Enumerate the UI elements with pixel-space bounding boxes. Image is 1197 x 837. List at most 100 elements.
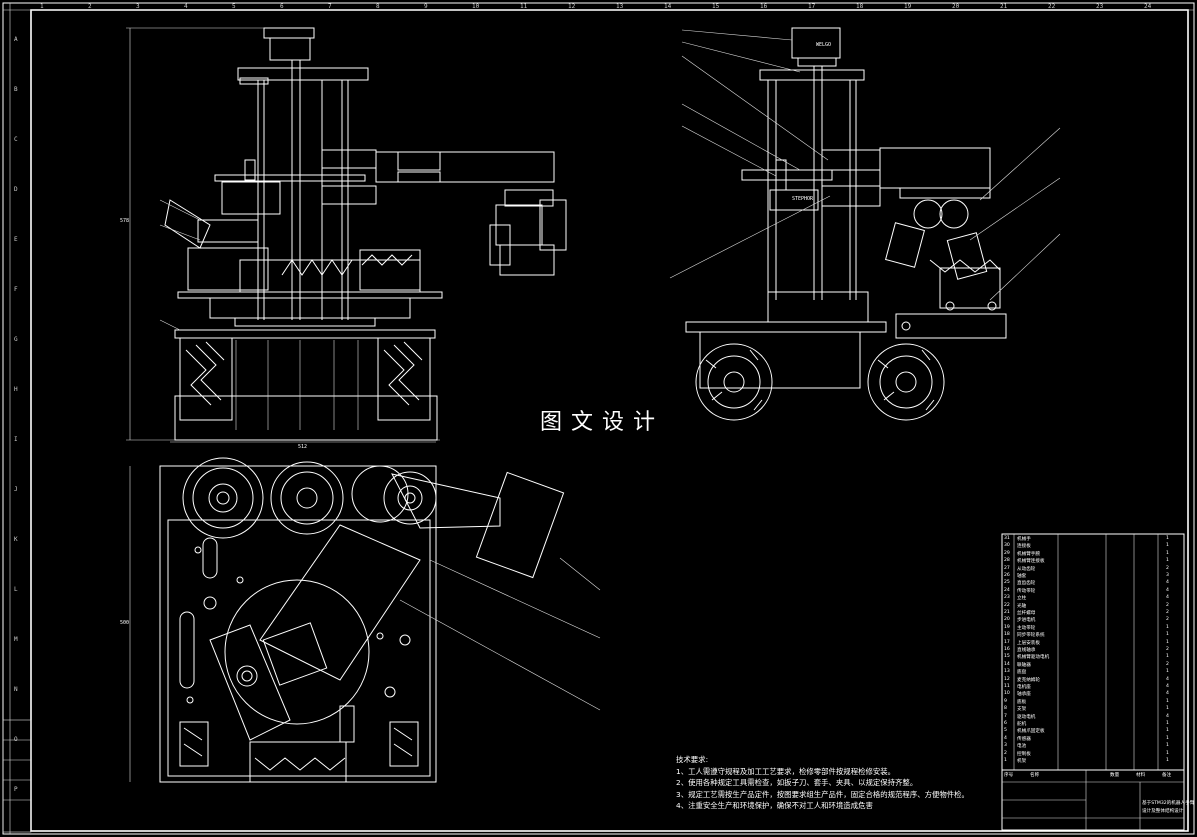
bom-cell-name: 驱动电机 (1017, 714, 1036, 720)
bom-cell-no: 21 (1004, 610, 1010, 615)
tech-item: 4、注重安全生产和环境保护，确保不对工人和环境造成危害 (676, 801, 873, 811)
zone-top-marker: 5 (232, 3, 236, 10)
bom-cell-name: 机械臂驱动电机 (1017, 655, 1050, 661)
bom-header-name: 名称 (1030, 773, 1040, 778)
bom-cell-no: 30 (1004, 543, 1010, 549)
tech-item: 3、规定工艺需按生产品定件，按图要求组生产品件，固定合格的规范程序、方便物件检。 (676, 789, 969, 799)
bom-cell-name: 传感器 (1017, 736, 1031, 742)
bom-cell-name: 丝杆螺母 (1017, 611, 1036, 616)
bom-cell-no: 19 (1004, 624, 1010, 630)
zone-top-marker: 4 (184, 3, 188, 10)
bom-cell-name: 连接板 (1017, 544, 1031, 550)
bom-cell-name: 从动齿轮 (1017, 566, 1036, 572)
bom-cell-qty: 4 (1166, 691, 1169, 697)
bom-cell-qty: 1 (1166, 750, 1169, 756)
bom-cell-qty: 2 (1166, 617, 1169, 623)
zone-side-marker: F (14, 286, 18, 293)
bom-cell-name: 麦克纳姆轮 (1017, 677, 1040, 683)
zone-side-marker: J (14, 486, 18, 493)
bom-cell-no: 4 (1004, 735, 1007, 741)
bom-cell-name: 立柱 (1017, 596, 1027, 602)
bom-cell-name: 同步带轮系统 (1017, 633, 1045, 639)
bom-cell-name: 机械臂连接板 (1017, 559, 1045, 565)
bom-cell-no: 27 (1004, 565, 1010, 571)
bom-cell-qty: 1 (1166, 735, 1169, 741)
bom-cell-qty: 2 (1166, 565, 1169, 571)
zone-top-marker: 7 (328, 3, 332, 10)
bom-cell-name: 上层安装板 (1017, 640, 1040, 646)
bom-cell-name: 轴承座 (1017, 692, 1031, 698)
watermark: 图文设计 (540, 410, 665, 435)
bom-cell-name: 机械爪固定板 (1017, 729, 1045, 735)
bom-header-mat: 材料 (1136, 773, 1146, 778)
bom-cell-no: 14 (1004, 661, 1010, 667)
zone-top-marker: 24 (1144, 3, 1152, 10)
zone-top-marker: 20 (952, 3, 960, 10)
bom-cell-qty: 1 (1166, 743, 1169, 749)
dim-height: 578 (120, 218, 130, 224)
bom-cell-no: 20 (1004, 617, 1010, 623)
bom-cell-no: 25 (1004, 580, 1010, 586)
bom-cell-no: 31 (1004, 536, 1010, 541)
bom-cell-name: 联轴器 (1017, 662, 1031, 668)
bom-cell-qty: 1 (1166, 550, 1169, 556)
bom-table-lines (1001, 533, 1185, 831)
motor-label-2: STEPHOR (792, 196, 814, 202)
zone-top-marker: 1 (40, 3, 44, 10)
title-heading-1: 基于STM32的机器人手臂 (1142, 801, 1195, 806)
motor-label: WELGO (816, 42, 832, 48)
zone-side-marker: C (14, 136, 18, 143)
zone-top-marker: 9 (424, 3, 428, 10)
bom-cell-name: 直线轴承 (1017, 648, 1036, 653)
bom-cell-no: 17 (1004, 639, 1010, 645)
bom-cell-name: 步进电机 (1017, 618, 1036, 624)
bom-cell-no: 8 (1004, 706, 1007, 712)
zone-top-marker: 23 (1096, 3, 1104, 10)
bom-cell-no: 18 (1004, 632, 1010, 638)
bom-cell-qty: 1 (1166, 721, 1169, 726)
bom-cell-name: 舵机 (1017, 722, 1027, 727)
technical-requirements: 技术要求: 1、工人需遵守规程及加工工艺要求，检修零部件按规程检修安装。 2、使… (676, 754, 969, 812)
bom-cell-no: 3 (1004, 743, 1007, 749)
zone-side-marker: D (14, 186, 18, 193)
bom-cell-qty: 3 (1166, 573, 1169, 578)
bom-cell-qty: 1 (1166, 706, 1169, 712)
zone-side-marker: N (14, 686, 18, 693)
bom-cell-name: 机械手 (1017, 537, 1031, 542)
bom-cell-no: 15 (1004, 654, 1010, 660)
zone-top-marker: 11 (520, 3, 528, 10)
zone-top-marker: 22 (1048, 3, 1056, 10)
zone-top-marker: 18 (856, 3, 864, 10)
bom-cell-qty: 1 (1166, 632, 1169, 638)
bom-cell-name: 机架 (1017, 759, 1027, 764)
bom-cell-qty: 2 (1166, 661, 1169, 667)
zone-side-marker: B (14, 86, 18, 93)
bom-cell-qty: 4 (1166, 676, 1169, 682)
bom-cell-no: 23 (1004, 595, 1010, 601)
bom-cell-no: 16 (1004, 647, 1010, 652)
zone-top-marker: 14 (664, 3, 672, 10)
zone-top-marker: 2 (88, 3, 92, 10)
bom-cell-no: 12 (1004, 676, 1010, 682)
bom-cell-no: 22 (1004, 602, 1010, 608)
zone-side-marker: I (14, 436, 18, 443)
zone-side-marker: O (14, 736, 18, 743)
bom-cell-name: 直齿齿轮 (1017, 581, 1036, 587)
zone-top-marker: 16 (760, 3, 768, 10)
bom-cell-no: 26 (1004, 573, 1010, 578)
bom-cell-qty: 2 (1166, 647, 1169, 652)
zone-top-marker: 17 (808, 3, 816, 10)
zone-top-marker: 15 (712, 3, 720, 10)
front-view (126, 27, 567, 443)
bom-cell-name: 传动带轮 (1017, 588, 1036, 594)
zone-top-marker: 19 (904, 3, 912, 10)
bom-cell-qty: 1 (1166, 698, 1169, 704)
bom-cell-no: 11 (1004, 684, 1010, 689)
zone-side-marker: H (14, 386, 18, 393)
zone-side-marker: M (14, 636, 18, 643)
bom-cell-no: 7 (1004, 713, 1007, 719)
zone-side-marker: L (14, 586, 18, 593)
zone-top-marker: 21 (1000, 3, 1008, 10)
zone-top-marker: 13 (616, 3, 624, 10)
